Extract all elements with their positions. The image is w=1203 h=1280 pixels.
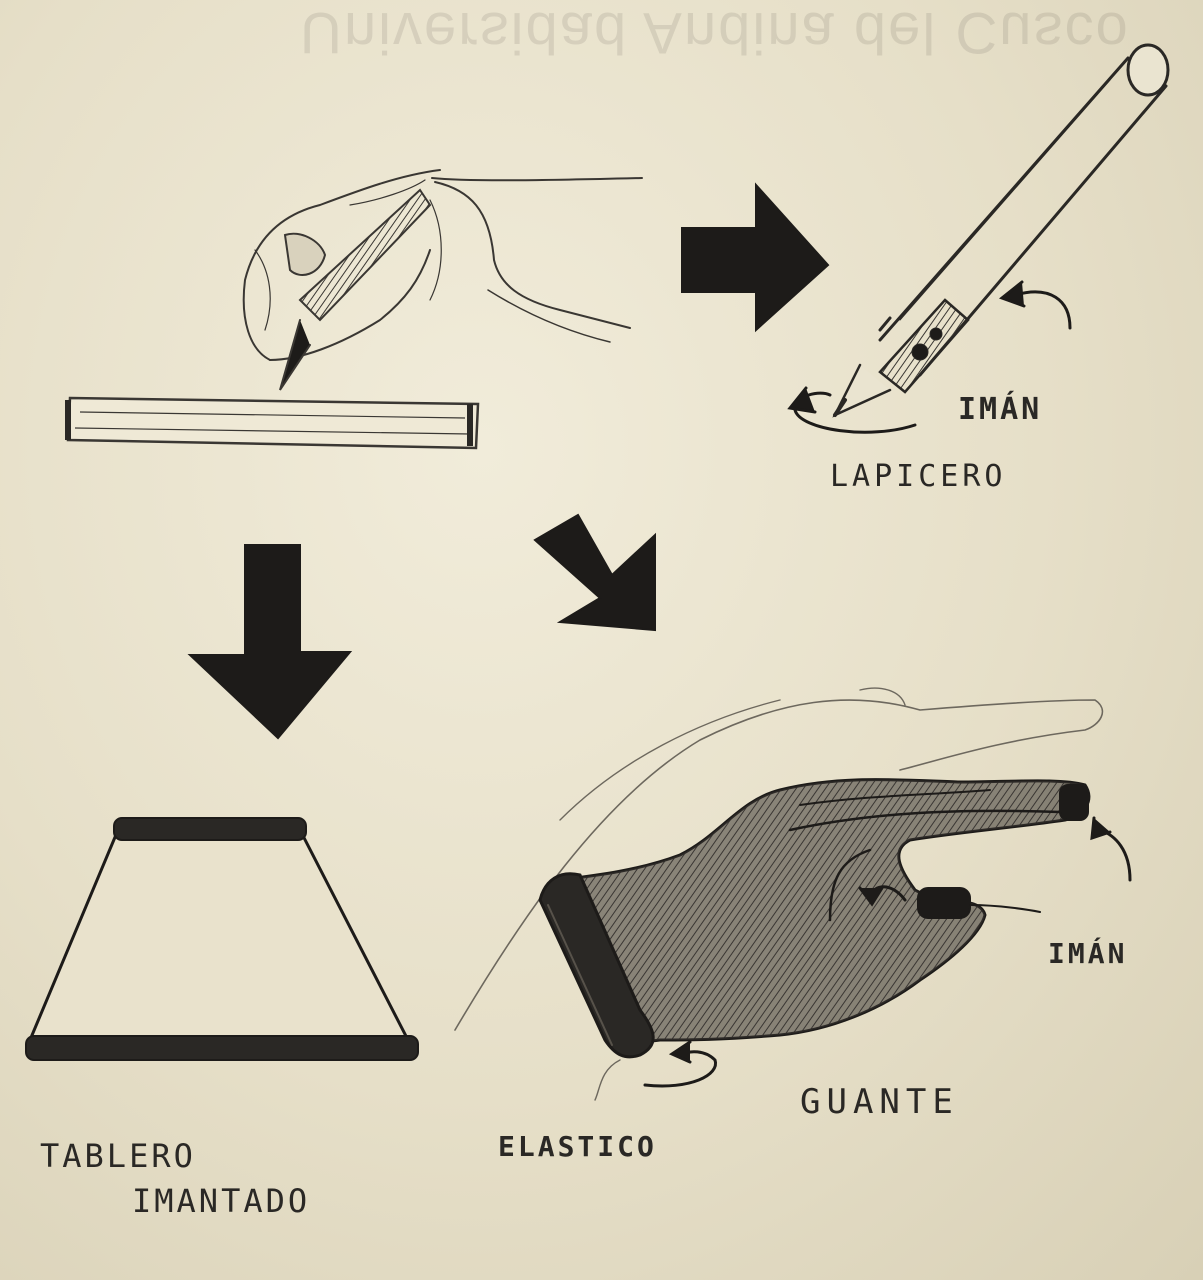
rotation-arrow-icon (787, 280, 1072, 434)
pen-icon (832, 43, 1170, 418)
rotation-arrow-icon (643, 816, 1132, 1088)
label-tablero: TABLERO (40, 1137, 196, 1175)
label-iman-pen: IMÁN (958, 392, 1043, 427)
arrow-down-right-icon (533, 513, 656, 632)
label-lapicero: LAPICERO (830, 459, 1007, 494)
ruler-icon (65, 396, 480, 450)
label-guante: GUANTE (800, 1082, 959, 1122)
label-imantado: IMANTADO (132, 1182, 311, 1220)
arrow-right-icon (681, 182, 830, 333)
board-icon (25, 817, 419, 1061)
arrow-down-icon (187, 544, 353, 740)
hand-writing-icon (242, 169, 643, 391)
label-iman-glove: IMÁN (1048, 937, 1128, 970)
glove-icon (454, 687, 1104, 1101)
label-elastico: ELASTICO (498, 1130, 657, 1163)
